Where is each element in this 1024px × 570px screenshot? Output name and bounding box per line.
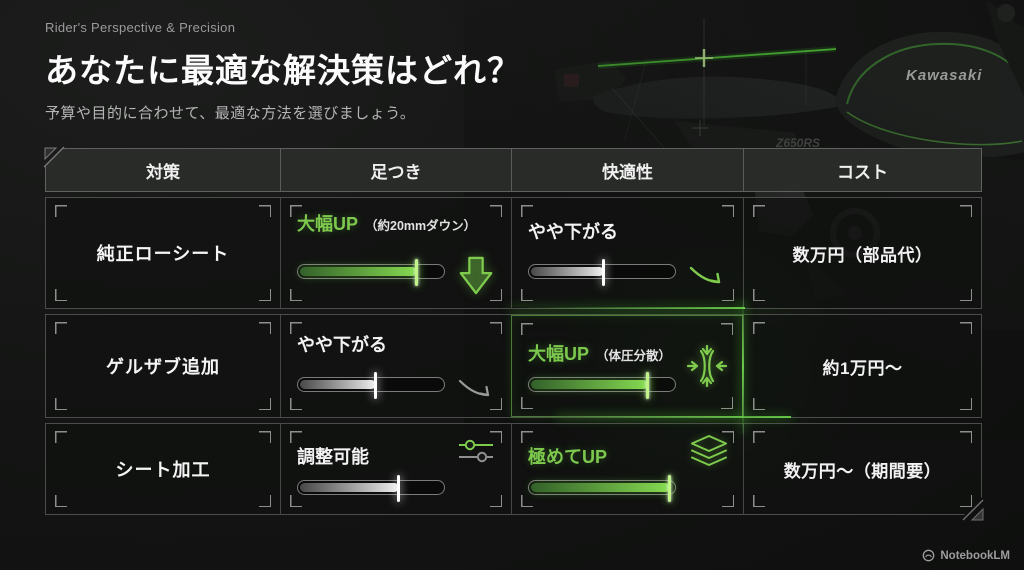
- rating-bar-marker: [397, 475, 400, 502]
- layers-icon: [689, 434, 729, 470]
- rating-bar: [528, 259, 676, 286]
- compress-arrows-icon: [686, 344, 728, 388]
- rating-bar: [297, 372, 445, 399]
- rating-note: （約20mmダウン）: [365, 218, 477, 233]
- cell-foot-reach: 調整可能: [280, 424, 511, 514]
- rating-bar: [297, 259, 445, 286]
- rating-bar: [297, 480, 445, 495]
- rating-text: 大幅UP: [297, 213, 359, 234]
- col-header-foot-reach: 足つき: [280, 149, 511, 191]
- cell-foot-reach: やや下がる: [280, 315, 511, 417]
- cell-measure-label: ゲルザブ追加: [46, 315, 280, 417]
- col-header-measure: 対策: [146, 162, 180, 182]
- page-title: あなたに最適な解決策はどれ？: [45, 52, 521, 89]
- rating-bar-marker: [602, 259, 605, 286]
- rating-bar-marker: [414, 259, 418, 286]
- watermark-label: NotebookLM: [940, 549, 1010, 562]
- page-subtitle: 予算や目的に合わせて、最適な方法を選びましょう。: [45, 105, 416, 122]
- comparison-table: 対策 足つき 快適性 コスト 純正ローシート 大幅UP （約20mmダウン）: [43, 146, 984, 521]
- cell-foot-reach: 大幅UP （約20mmダウン）: [280, 198, 511, 308]
- rating-bar-fill: [300, 259, 418, 286]
- notebooklm-logo-icon: [923, 549, 935, 562]
- slide-header: Rider's Perspective & Precision あなたに最適な解…: [45, 20, 605, 123]
- table-row-oem-low-seat: 純正ローシート 大幅UP （約20mmダウン） やや下がる: [45, 197, 982, 309]
- rating-bar: [528, 480, 676, 495]
- rating-text: 大幅UP: [528, 344, 590, 364]
- curved-down-arrow-icon: [689, 266, 721, 283]
- rating-text: やや下がる: [528, 221, 618, 242]
- rating-bar-fill: [300, 372, 377, 399]
- rating-text: 極めてUP: [528, 447, 608, 467]
- col-header-comfort: 快適性: [511, 149, 743, 191]
- cell-cost: 約1万円〜: [743, 315, 981, 417]
- watermark: NotebookLM: [922, 549, 1010, 562]
- table-header-row: 対策 足つき 快適性 コスト: [45, 148, 982, 192]
- cell-comfort: やや下がる: [511, 198, 743, 308]
- rating-text: 調整可能: [297, 447, 369, 467]
- rating-bar: [528, 372, 676, 399]
- rating-bar-fill: [300, 483, 399, 492]
- cell-measure-label: 純正ローシート: [46, 198, 280, 308]
- cell-cost: 数万円〜（期間要）: [743, 424, 981, 514]
- col-header-cost: コスト: [743, 149, 981, 191]
- cell-comfort: 極めてUP: [511, 424, 743, 514]
- rating-bar-fill: [531, 483, 670, 492]
- cell-comfort-highlighted: 大幅UP （体圧分散）: [511, 315, 743, 417]
- rating-bar-marker: [373, 372, 377, 399]
- cell-measure-label: シート加工: [46, 424, 280, 514]
- sliders-icon: [457, 438, 495, 464]
- rating-bar-marker: [668, 475, 671, 502]
- rating-bar-marker: [645, 372, 649, 399]
- big-down-arrow-icon: [459, 256, 493, 294]
- rating-bar-fill: [531, 372, 649, 399]
- table-row-seat-modification: シート加工 調整可能 極めてUP: [45, 423, 982, 515]
- curved-down-arrow-icon: [458, 379, 490, 396]
- table-row-gel-pad: ゲルザブ追加 やや下がる 大幅UP （体圧分散）: [45, 314, 982, 418]
- eyebrow-text: Rider's Perspective & Precision: [45, 20, 236, 35]
- rating-note: （体圧分散）: [596, 349, 672, 363]
- cell-cost: 数万円（部品代）: [743, 198, 981, 308]
- rating-bar-fill: [531, 259, 605, 286]
- rating-text: やや下がる: [297, 334, 387, 355]
